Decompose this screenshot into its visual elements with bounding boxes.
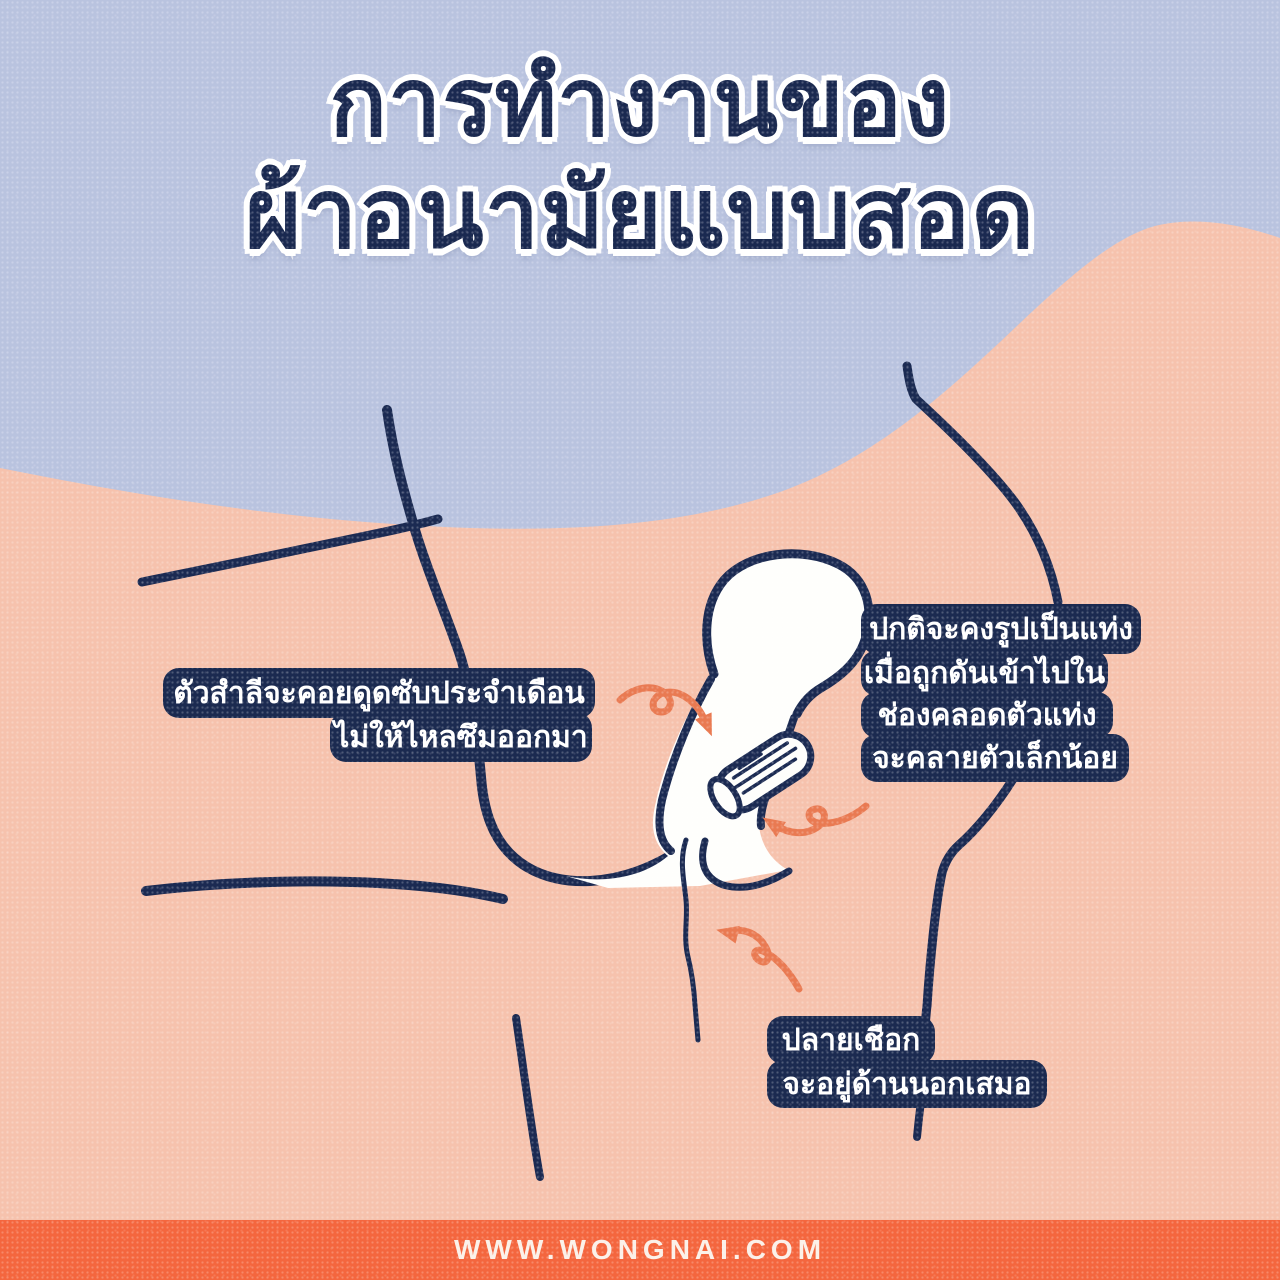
label-shape-line-4: จะคลายตัวเล็กน้อย <box>861 734 1129 782</box>
label-absorb-line-2: ไม่ให้ไหลซึมออกมา <box>330 712 592 762</box>
right-body-line-lower <box>920 774 1018 1029</box>
uterus-canal-white-fill <box>566 553 869 888</box>
page-title: การทำงานของ ผ้าอนามัยแบบสอด <box>0 43 1280 275</box>
footer-url: WWW.WONGNAI.COM <box>453 1234 827 1265</box>
footer-bar: WWW.WONGNAI.COM <box>0 1220 1280 1280</box>
page-title-line-2: ผ้าอนามัยแบบสอด <box>240 153 1039 275</box>
label-shape-line-1: ปกติจะคงรูปเป็นแท่ง <box>861 604 1141 654</box>
arrowhead <box>716 925 740 944</box>
tampon-base-cap <box>707 776 743 820</box>
label-absorb-line-1: ตัวสำลีจะคอยดูดซับประจำเดือน <box>163 668 595 718</box>
tampon-string <box>679 837 701 1043</box>
arrowhead <box>695 712 712 737</box>
uterus-outline <box>702 549 874 719</box>
tampon-ridges <box>731 741 798 795</box>
flow-arrow-top <box>616 684 712 737</box>
female-anatomy-outline <box>137 361 1063 1181</box>
arrowhead <box>762 817 786 838</box>
flow-arrow-bottom <box>716 925 803 993</box>
upper-left-crease-line <box>137 514 443 587</box>
label-string-line-1: ปลายเชือก <box>767 1016 935 1064</box>
lower-inner-thigh-line <box>512 1014 544 1181</box>
labia-hook-line <box>699 837 793 891</box>
flow-arrow-middle <box>762 802 870 838</box>
label-string-line-2: จะอยู่ด้านนอกเสมอ <box>767 1060 1047 1108</box>
blue-wave-background <box>0 0 1280 529</box>
label-shape-line-3: ช่องคลอดตัวแท่ง <box>861 692 1113 738</box>
right-body-line-upper <box>902 361 1063 607</box>
lower-left-crease-line <box>141 876 508 904</box>
page-title-line-1: การทำงานของ <box>325 43 955 163</box>
flow-arrows <box>616 684 870 993</box>
tampon-icon <box>707 730 815 820</box>
label-shape-line-2: เมื่อถูกดันเข้าไปใน <box>861 650 1108 696</box>
